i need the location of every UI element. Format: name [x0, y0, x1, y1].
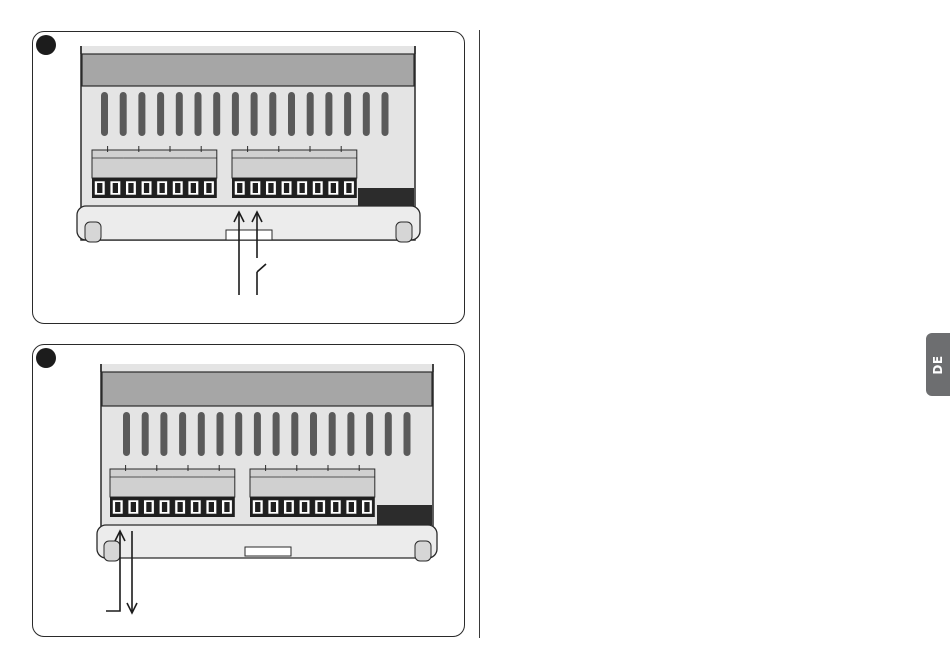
- vent-slot: [347, 412, 354, 456]
- vent-slot: [235, 412, 242, 456]
- vent-slot: [382, 92, 389, 136]
- vent-slot: [251, 92, 258, 136]
- vent-slot: [195, 92, 202, 136]
- vent-slot: [273, 412, 280, 456]
- vent-slot: [176, 92, 183, 136]
- language-tab-label: DE: [931, 355, 945, 374]
- terminal-block: [92, 146, 217, 198]
- vent-slot: [269, 92, 276, 136]
- terminal-block: [250, 465, 375, 517]
- vent-slot: [142, 412, 149, 456]
- figure-2-drawing: [33, 345, 466, 638]
- vent-slot: [310, 412, 317, 456]
- vent-slot: [198, 412, 205, 456]
- vent-slot: [232, 92, 239, 136]
- vent-slot: [307, 92, 314, 136]
- vent-slot: [160, 412, 167, 456]
- vent-slot: [325, 92, 332, 136]
- vent-slot: [157, 92, 164, 136]
- vent-slot: [363, 92, 370, 136]
- vent-slot: [404, 412, 411, 456]
- vent-slot: [288, 92, 295, 136]
- din-rail-clip: [77, 206, 420, 242]
- vent-slot: [254, 412, 261, 456]
- figure-1-drawing: [33, 32, 466, 325]
- terminal-block: [110, 465, 235, 517]
- vent-slot: [385, 412, 392, 456]
- figure-1-panel: [32, 31, 465, 324]
- vent-slot: [123, 412, 130, 456]
- vent-slot: [138, 92, 145, 136]
- vent-slot: [101, 92, 108, 136]
- vent-slot: [329, 412, 336, 456]
- din-rail-clip: [97, 525, 437, 561]
- vent-slot: [291, 412, 298, 456]
- figure-2-panel: [32, 344, 465, 637]
- column-divider: [479, 30, 480, 638]
- terminal-block: [232, 146, 357, 198]
- vent-slot: [217, 412, 224, 456]
- vent-slot: [213, 92, 220, 136]
- vent-slot: [120, 92, 127, 136]
- language-tab[interactable]: DE: [926, 333, 950, 396]
- vent-slot: [179, 412, 186, 456]
- vent-slot: [344, 92, 351, 136]
- vent-slot: [366, 412, 373, 456]
